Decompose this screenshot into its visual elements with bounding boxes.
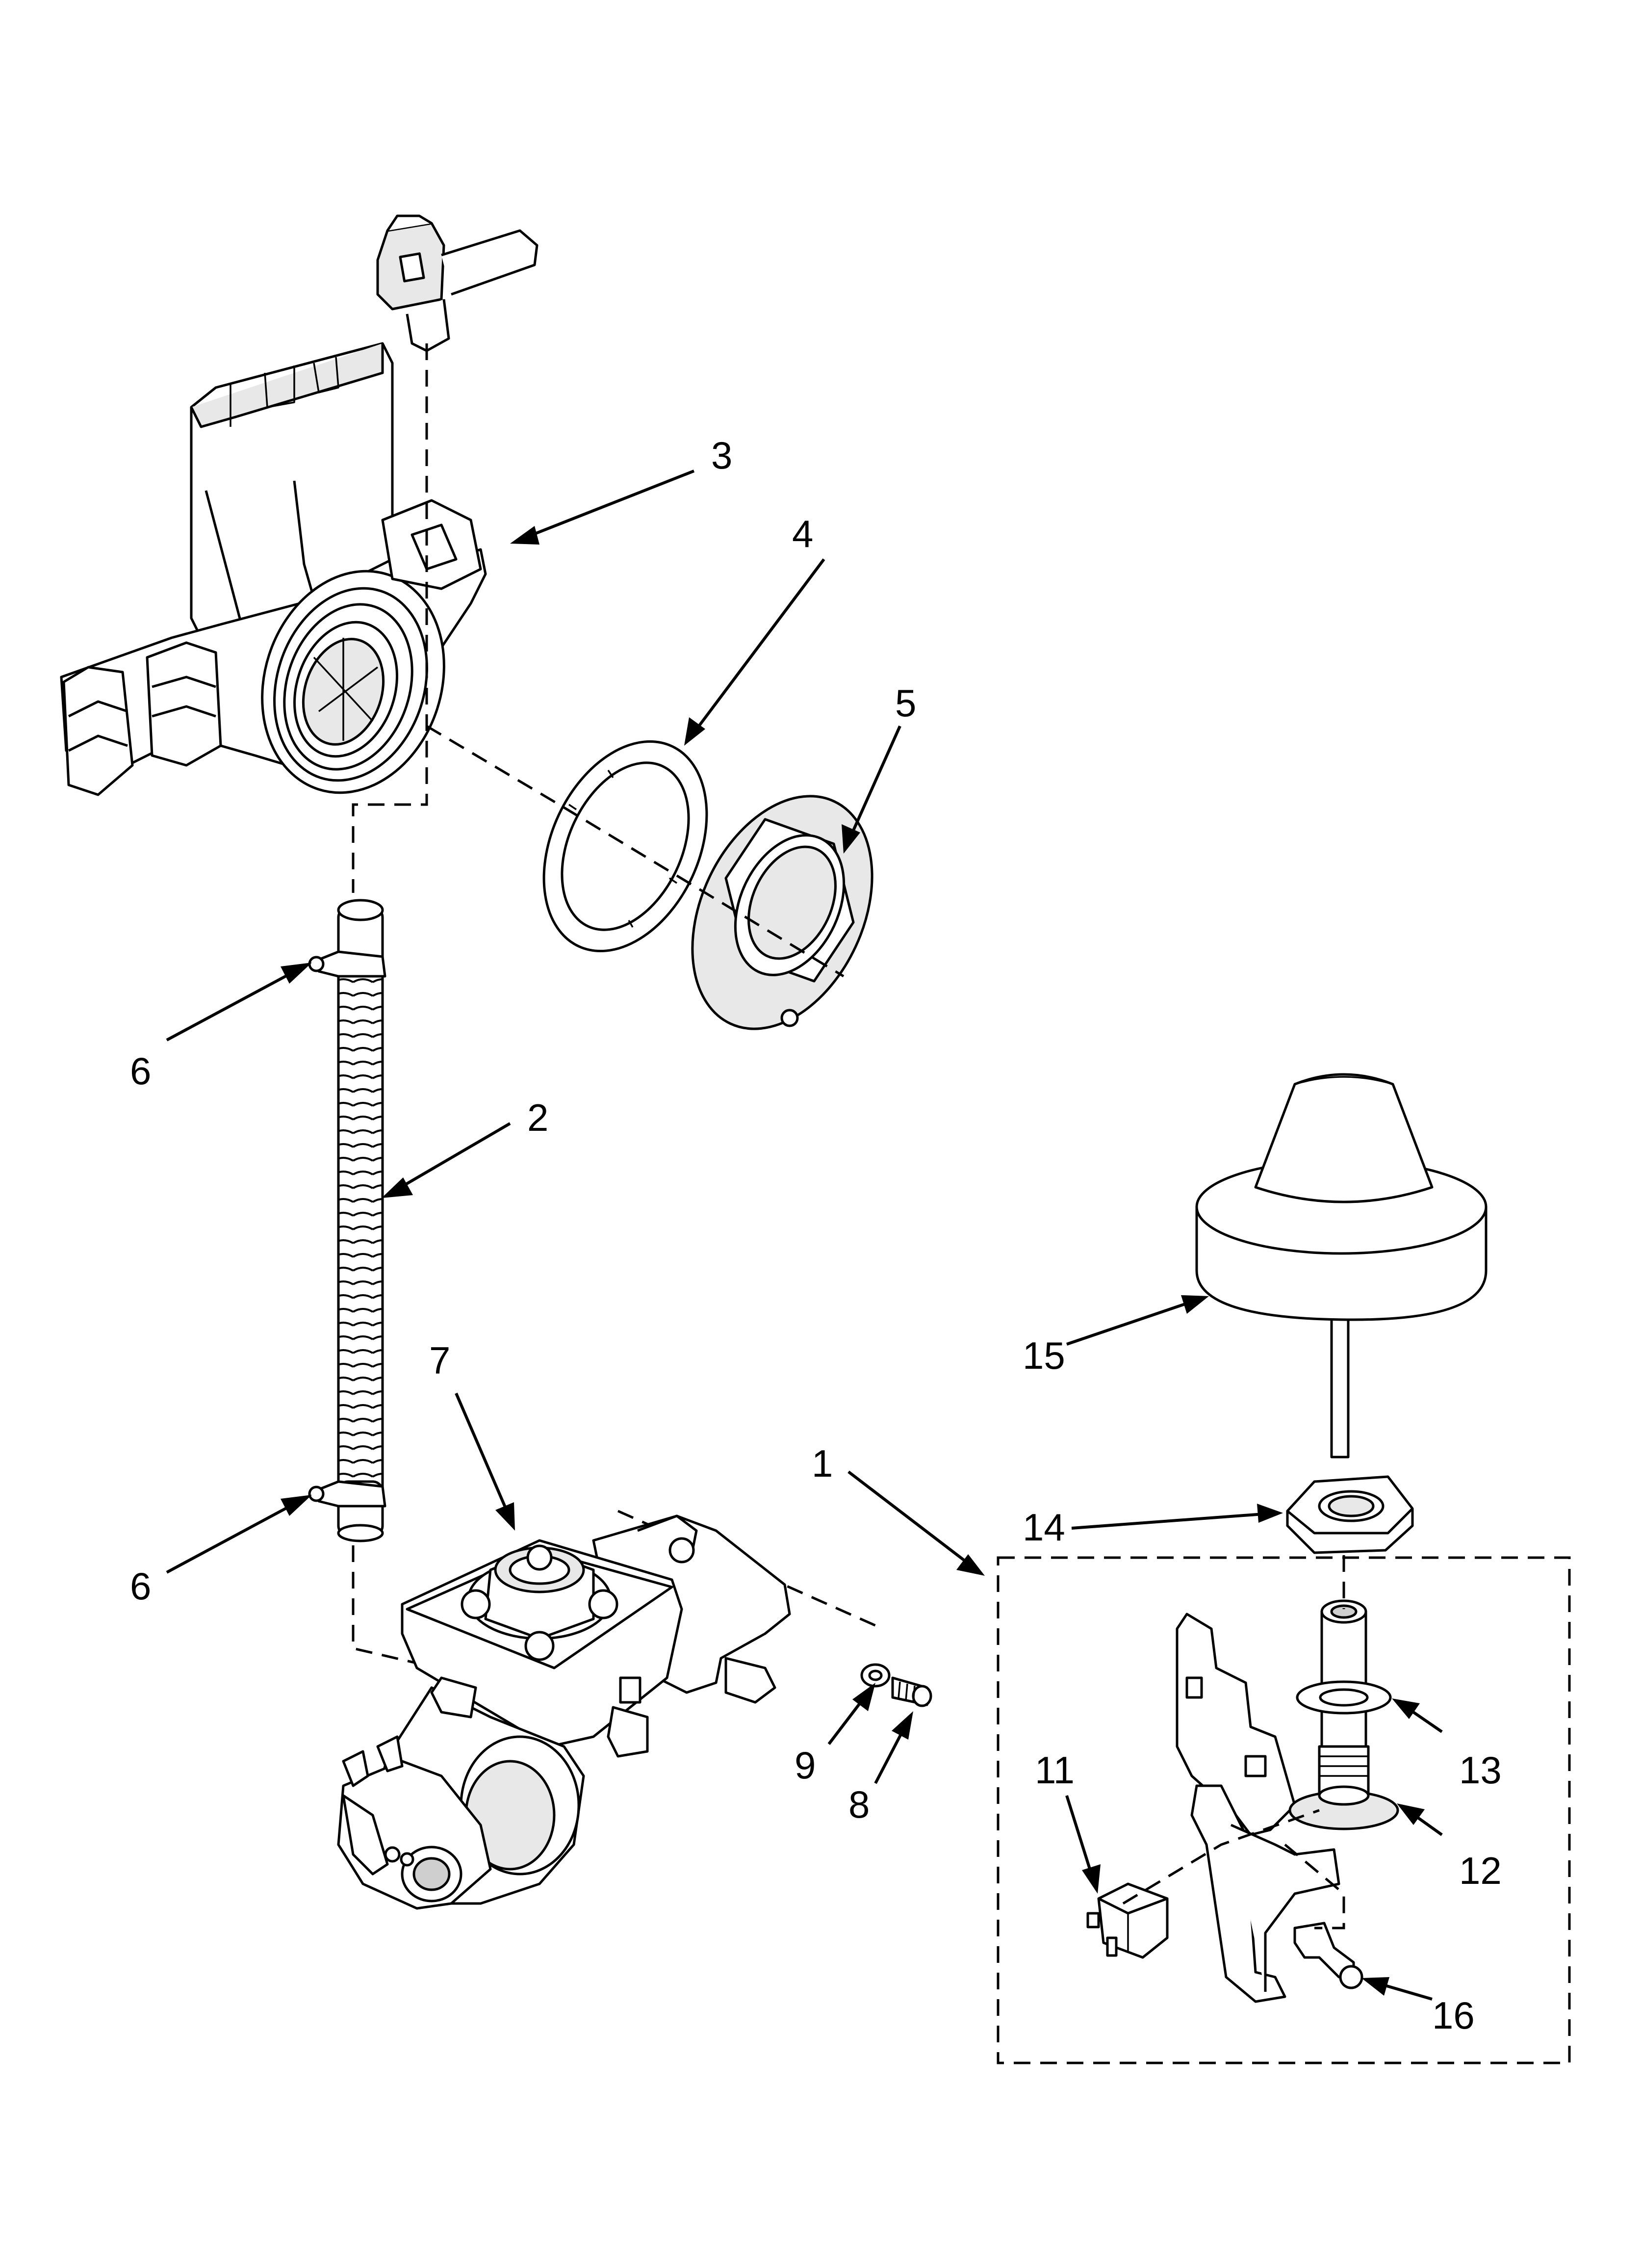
hose-clamp-lower <box>308 1480 386 1508</box>
washer <box>860 1663 891 1688</box>
callout-6-lower: 6 <box>130 1564 151 1608</box>
callout-13: 13 <box>1459 1748 1502 1792</box>
hose-clamp-upper <box>308 950 386 978</box>
callout-2: 2 <box>527 1096 548 1139</box>
hex-nut <box>1286 1475 1414 1554</box>
micro-switch <box>1086 1882 1169 1959</box>
assembly-line-switch <box>1122 1809 1345 1929</box>
callout-15: 15 <box>1023 1334 1065 1377</box>
inlet-funnel-housing <box>60 214 539 796</box>
callout-12: 12 <box>1459 1849 1502 1892</box>
leader-arrows <box>166 469 1443 2001</box>
gasket-ring <box>542 740 708 953</box>
callout-5: 5 <box>895 681 916 725</box>
water-valve <box>337 1514 791 1910</box>
corrugated-hose <box>337 899 384 1542</box>
callout-6-upper: 6 <box>130 1049 151 1093</box>
callout-16: 16 <box>1432 1994 1475 2037</box>
callout-3: 3 <box>711 434 732 477</box>
callout-7: 7 <box>429 1339 450 1382</box>
callout-14: 14 <box>1023 1506 1065 1549</box>
callout-4: 4 <box>792 512 813 555</box>
stem-grommet <box>1288 1745 1399 1830</box>
callout-8: 8 <box>848 1783 870 1826</box>
stem-washer <box>1296 1680 1392 1715</box>
callout-11: 11 <box>1035 1748 1075 1792</box>
screw <box>891 1676 932 1707</box>
retaining-clip <box>1293 1922 1363 1989</box>
callout-1: 1 <box>812 1442 833 1485</box>
float <box>1195 1073 1488 1459</box>
assembly-boundary-box <box>997 1556 1571 2064</box>
flange-nut <box>691 795 873 1030</box>
callout-9: 9 <box>795 1744 816 1787</box>
assembly-line-upper <box>352 343 845 978</box>
